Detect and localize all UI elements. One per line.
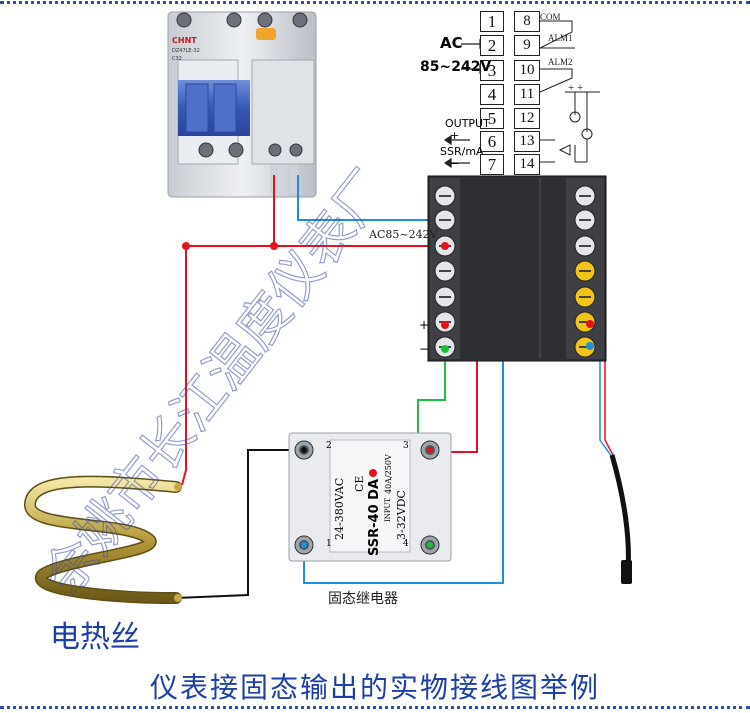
ac-label: AC xyxy=(440,34,463,52)
ssr-term-1: 1 xyxy=(326,539,332,549)
terminal-1: 1 xyxy=(480,11,504,32)
wire-dot-red xyxy=(441,321,449,329)
ssr-term-2: 2 xyxy=(326,441,332,451)
thermocouple-probe xyxy=(609,454,632,584)
terminal-10: 10 xyxy=(514,60,540,81)
terminal-9: 9 xyxy=(514,35,540,56)
terminal-7: 7 xyxy=(480,154,504,175)
blue-wire-neutral xyxy=(297,175,445,221)
controller-ac-label: AC85~242V xyxy=(369,228,438,241)
ssr-term-3: 3 xyxy=(403,441,409,451)
com-label: COM xyxy=(540,12,561,22)
terminal-12: 12 xyxy=(514,108,540,129)
terminal-6: 6 xyxy=(480,131,504,152)
terminal-3: 3 xyxy=(480,60,504,81)
voltage-label: 85~242V xyxy=(420,59,492,75)
ssr-ce-mark: CE xyxy=(353,475,366,492)
controller-plus: + xyxy=(419,318,430,332)
page-title: 仪表接固态输出的实物接线图举例 xyxy=(149,671,600,704)
ssr-rating: 40A/250V xyxy=(384,454,393,494)
ssr-control-voltage: 3-32VDC xyxy=(395,490,408,540)
sensor-wire-blue xyxy=(590,347,613,458)
alarm-wiring-symbols xyxy=(539,20,600,163)
wire-dot-red xyxy=(586,320,594,328)
circuit-breaker xyxy=(167,11,317,198)
terminal-5: 5 xyxy=(480,108,504,129)
top-dotted-border xyxy=(0,1,750,4)
terminal-14: 14 xyxy=(514,154,540,175)
output-minus: − xyxy=(450,157,460,170)
breaker-brand: CHNT xyxy=(172,36,197,45)
breaker-spec: C32 xyxy=(172,56,182,62)
output-label: OUTPUT xyxy=(445,117,490,130)
breaker-model: DZ47LE-32 xyxy=(172,48,200,54)
ssr-caption: 固态继电器 xyxy=(328,591,398,607)
ssr-term-4: 4 xyxy=(403,539,409,549)
controller-minus: − xyxy=(419,342,430,356)
ssr-model: SSR-40 DA xyxy=(367,478,382,556)
alm2-label: ALM2 xyxy=(548,57,573,67)
bottom-dotted-border xyxy=(0,706,750,709)
terminal-13: 13 xyxy=(514,131,540,152)
terminal-2: 2 xyxy=(480,35,504,56)
terminal-11: 11 xyxy=(514,84,540,105)
heater-label: 电热丝 xyxy=(50,620,140,655)
terminal-8: 8 xyxy=(514,11,540,32)
plus-pair-label: + + xyxy=(568,82,584,94)
wire-dot-green xyxy=(441,345,449,353)
ssr-input-label: INPUT xyxy=(384,497,392,522)
red-wire-heater xyxy=(181,245,274,486)
heater-element xyxy=(23,475,182,604)
wire-dot-red xyxy=(441,242,449,250)
ssr-load-voltage: 24-380VAC xyxy=(333,477,346,540)
output-plus: + xyxy=(450,129,460,142)
controller-terminal-block xyxy=(427,175,607,362)
ssr-ma-label: SSR/mA xyxy=(440,145,484,158)
alm1-label: ALM1 xyxy=(548,33,573,43)
black-wire-load xyxy=(175,449,304,599)
wire-dot-blue xyxy=(586,342,594,350)
terminal-4: 4 xyxy=(480,84,504,105)
